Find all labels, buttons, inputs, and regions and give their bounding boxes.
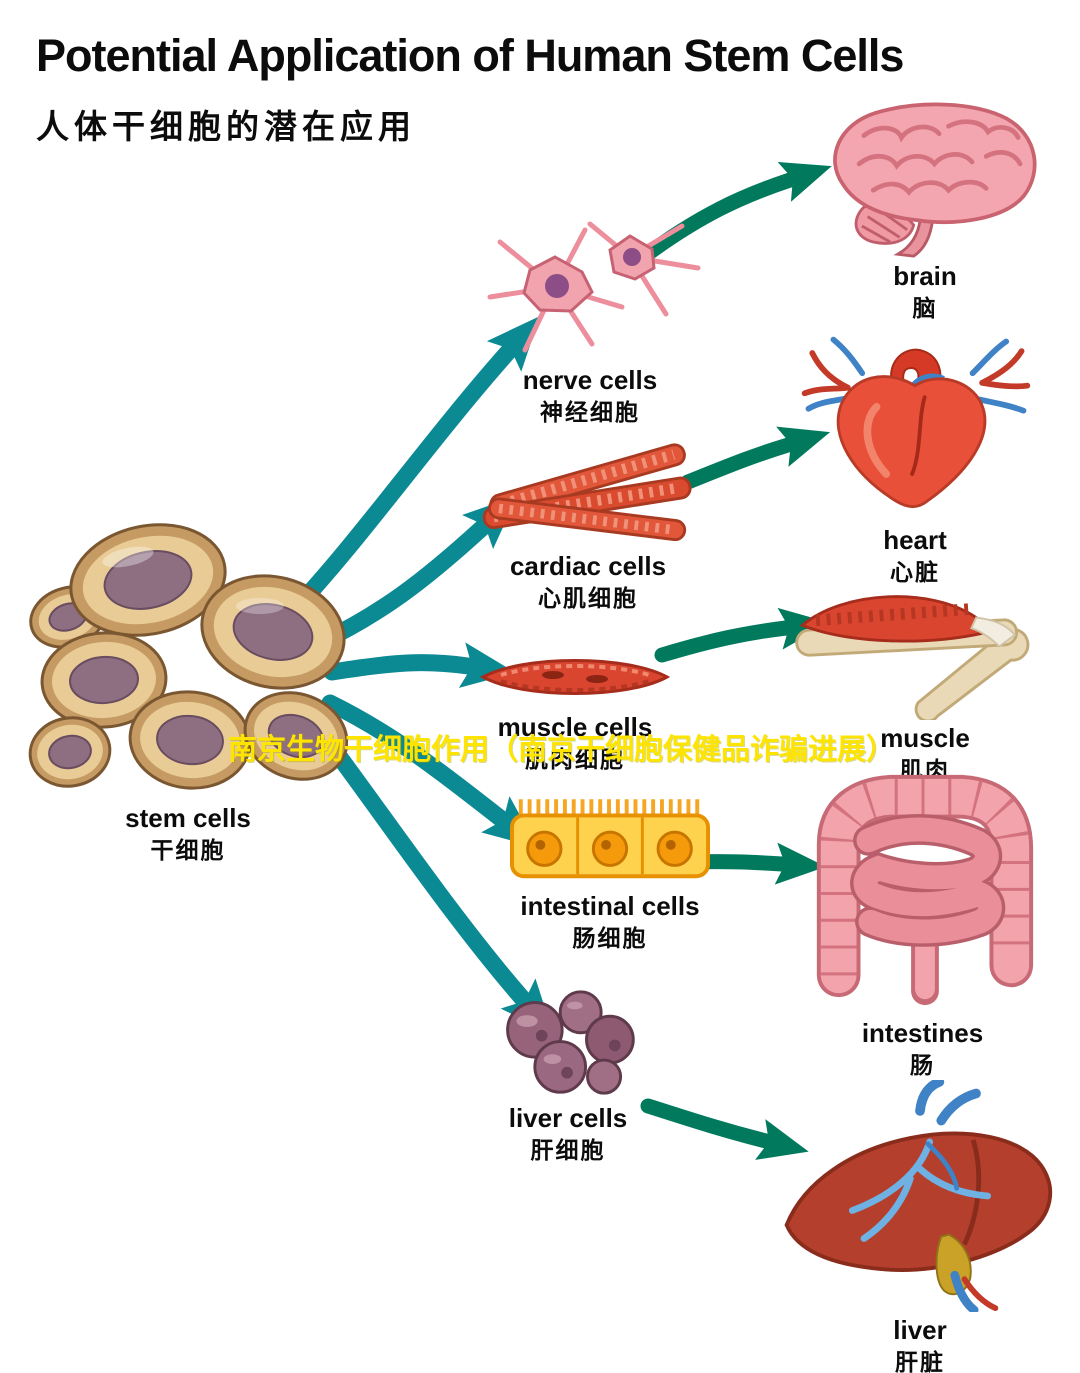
intestines-illustration — [816, 774, 1034, 1006]
stem-cells-label-en: stem cells — [125, 803, 251, 833]
intestines-label-en: intestines — [861, 1018, 984, 1048]
liver-cells-illustration — [506, 990, 635, 1095]
cardiac-cells-label-en: cardiac cells — [509, 551, 667, 581]
arrow-cardiac-to-heart — [680, 426, 831, 490]
liver-figure: liver 肝脏 — [770, 1080, 1070, 1373]
heart-label-zh: 心脏 — [890, 558, 940, 585]
cardiac-cells-figure: cardiac cells 心肌细胞 — [478, 443, 698, 615]
brain-figure: brain 脑 — [800, 98, 1050, 325]
nerve-cells-illustration — [487, 221, 701, 353]
stem-cells-illustration — [28, 523, 348, 790]
stem-cells-figure: stem cells 干细胞 — [28, 512, 348, 867]
nerve-cells-label-zh: 神经细胞 — [540, 398, 640, 425]
muscle-cells-label-zh: 肌肉细胞 — [525, 745, 625, 772]
muscle-illustration — [795, 595, 1030, 720]
muscle-cells-figure: muscle cells 肌肉细胞 — [475, 645, 675, 776]
heart-figure: heart 心脏 — [790, 330, 1040, 589]
intestinal-cells-figure: intestinal cells 肠细胞 — [495, 788, 725, 955]
liver-cells-label-zh: 肝细胞 — [530, 1136, 606, 1163]
liver-label-zh: 肝脏 — [895, 1348, 945, 1373]
arrow-stem-to-muscle — [323, 642, 516, 688]
nerve-cells-figure: nerve cells 神经细胞 — [470, 212, 710, 429]
brain-label-zh: 脑 — [912, 294, 938, 321]
intestinal-cells-label-zh: 肠细胞 — [572, 924, 648, 951]
liver-cells-figure: liver cells 肝细胞 — [478, 985, 658, 1167]
watermark-text: 南京生物干细胞作用（南京干细胞保健品诈骗进展） — [228, 734, 896, 766]
heart-illustration — [801, 336, 1031, 509]
liver-illustration — [784, 1080, 1053, 1312]
page-subtitle: 人体干细胞的潜在应用 — [36, 108, 416, 145]
arrow-muscle-to-muscle — [654, 607, 830, 663]
intestinal-cells-illustration — [510, 799, 710, 879]
nerve-cells-label-en: nerve cells — [522, 365, 658, 395]
arrow-liver-to-liver — [640, 1098, 809, 1160]
cardiac-cells-label-zh: 心肌细胞 — [538, 584, 638, 611]
muscle-label-en: muscle — [880, 723, 970, 753]
intestines-figure: intestines 肠 — [790, 765, 1055, 1082]
brain-label-en: brain — [893, 261, 957, 291]
page-title: Potential Application of Human Stem Cell… — [36, 30, 904, 81]
liver-cells-label-en: liver cells — [508, 1103, 628, 1133]
brain-illustration — [833, 102, 1037, 258]
muscle-cells-label-en: muscle cells — [497, 712, 653, 742]
liver-label-en: liver — [893, 1315, 947, 1345]
intestinal-cells-label-en: intestinal cells — [520, 891, 700, 921]
cardiac-cells-illustration — [482, 443, 692, 542]
muscle-cells-illustration — [479, 659, 671, 695]
intestines-label-zh: 肠 — [910, 1051, 935, 1078]
heart-label-en: heart — [883, 525, 947, 555]
stem-cells-label-zh: 干细胞 — [150, 836, 226, 863]
